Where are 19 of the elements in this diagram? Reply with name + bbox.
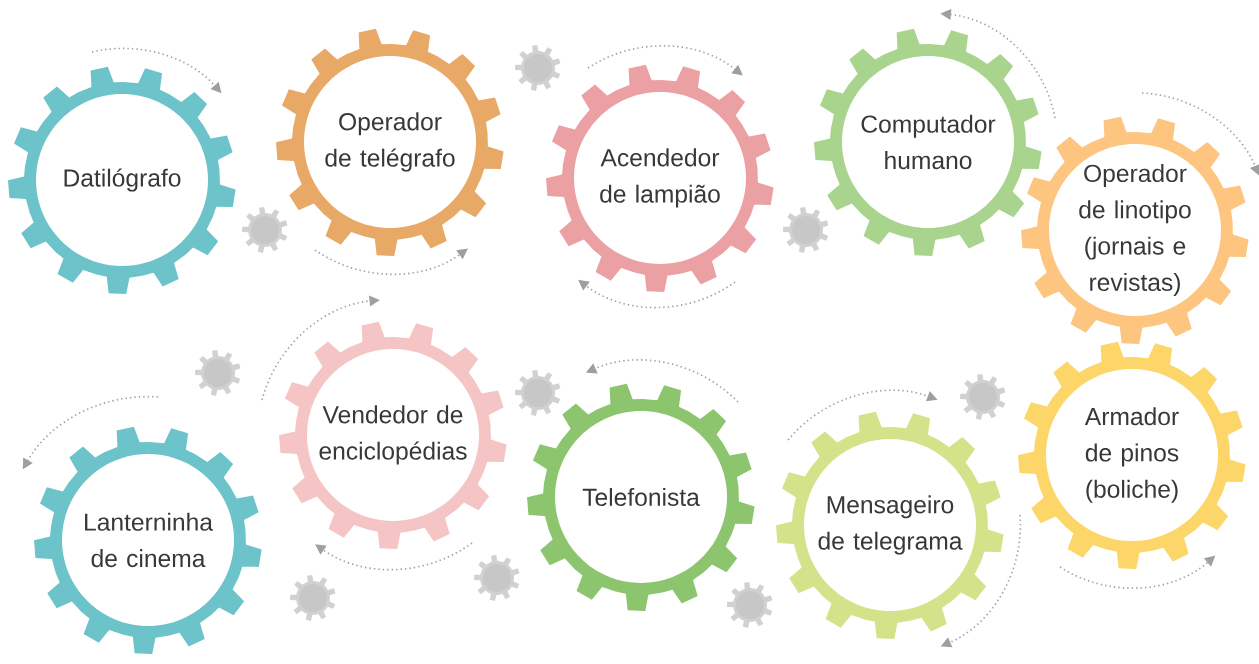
- gear: Armador de pinos (boliche): [1018, 341, 1246, 569]
- gear: [960, 374, 1006, 420]
- gear: [515, 45, 561, 91]
- gear: Computador humano: [814, 28, 1042, 256]
- gear: Lanterninha de cinema: [34, 426, 262, 654]
- gear: Operador de linotipo (jornais e revistas): [1021, 116, 1249, 344]
- gear: [195, 350, 241, 396]
- gear: Telefonista: [527, 383, 755, 611]
- gear: Mensageiro de telegrama: [776, 411, 1004, 639]
- gear: Datilógrafo: [8, 66, 236, 294]
- gear: [727, 582, 773, 628]
- gear: Operador de telégrafo: [276, 28, 504, 256]
- gear: [242, 207, 288, 253]
- gear: Vendedor de enciclopédias: [279, 321, 507, 549]
- gear: [783, 207, 829, 253]
- gear: Acendedor de lampião: [546, 64, 774, 292]
- gear: [474, 555, 520, 601]
- gear: [290, 575, 336, 621]
- gear: [515, 370, 561, 416]
